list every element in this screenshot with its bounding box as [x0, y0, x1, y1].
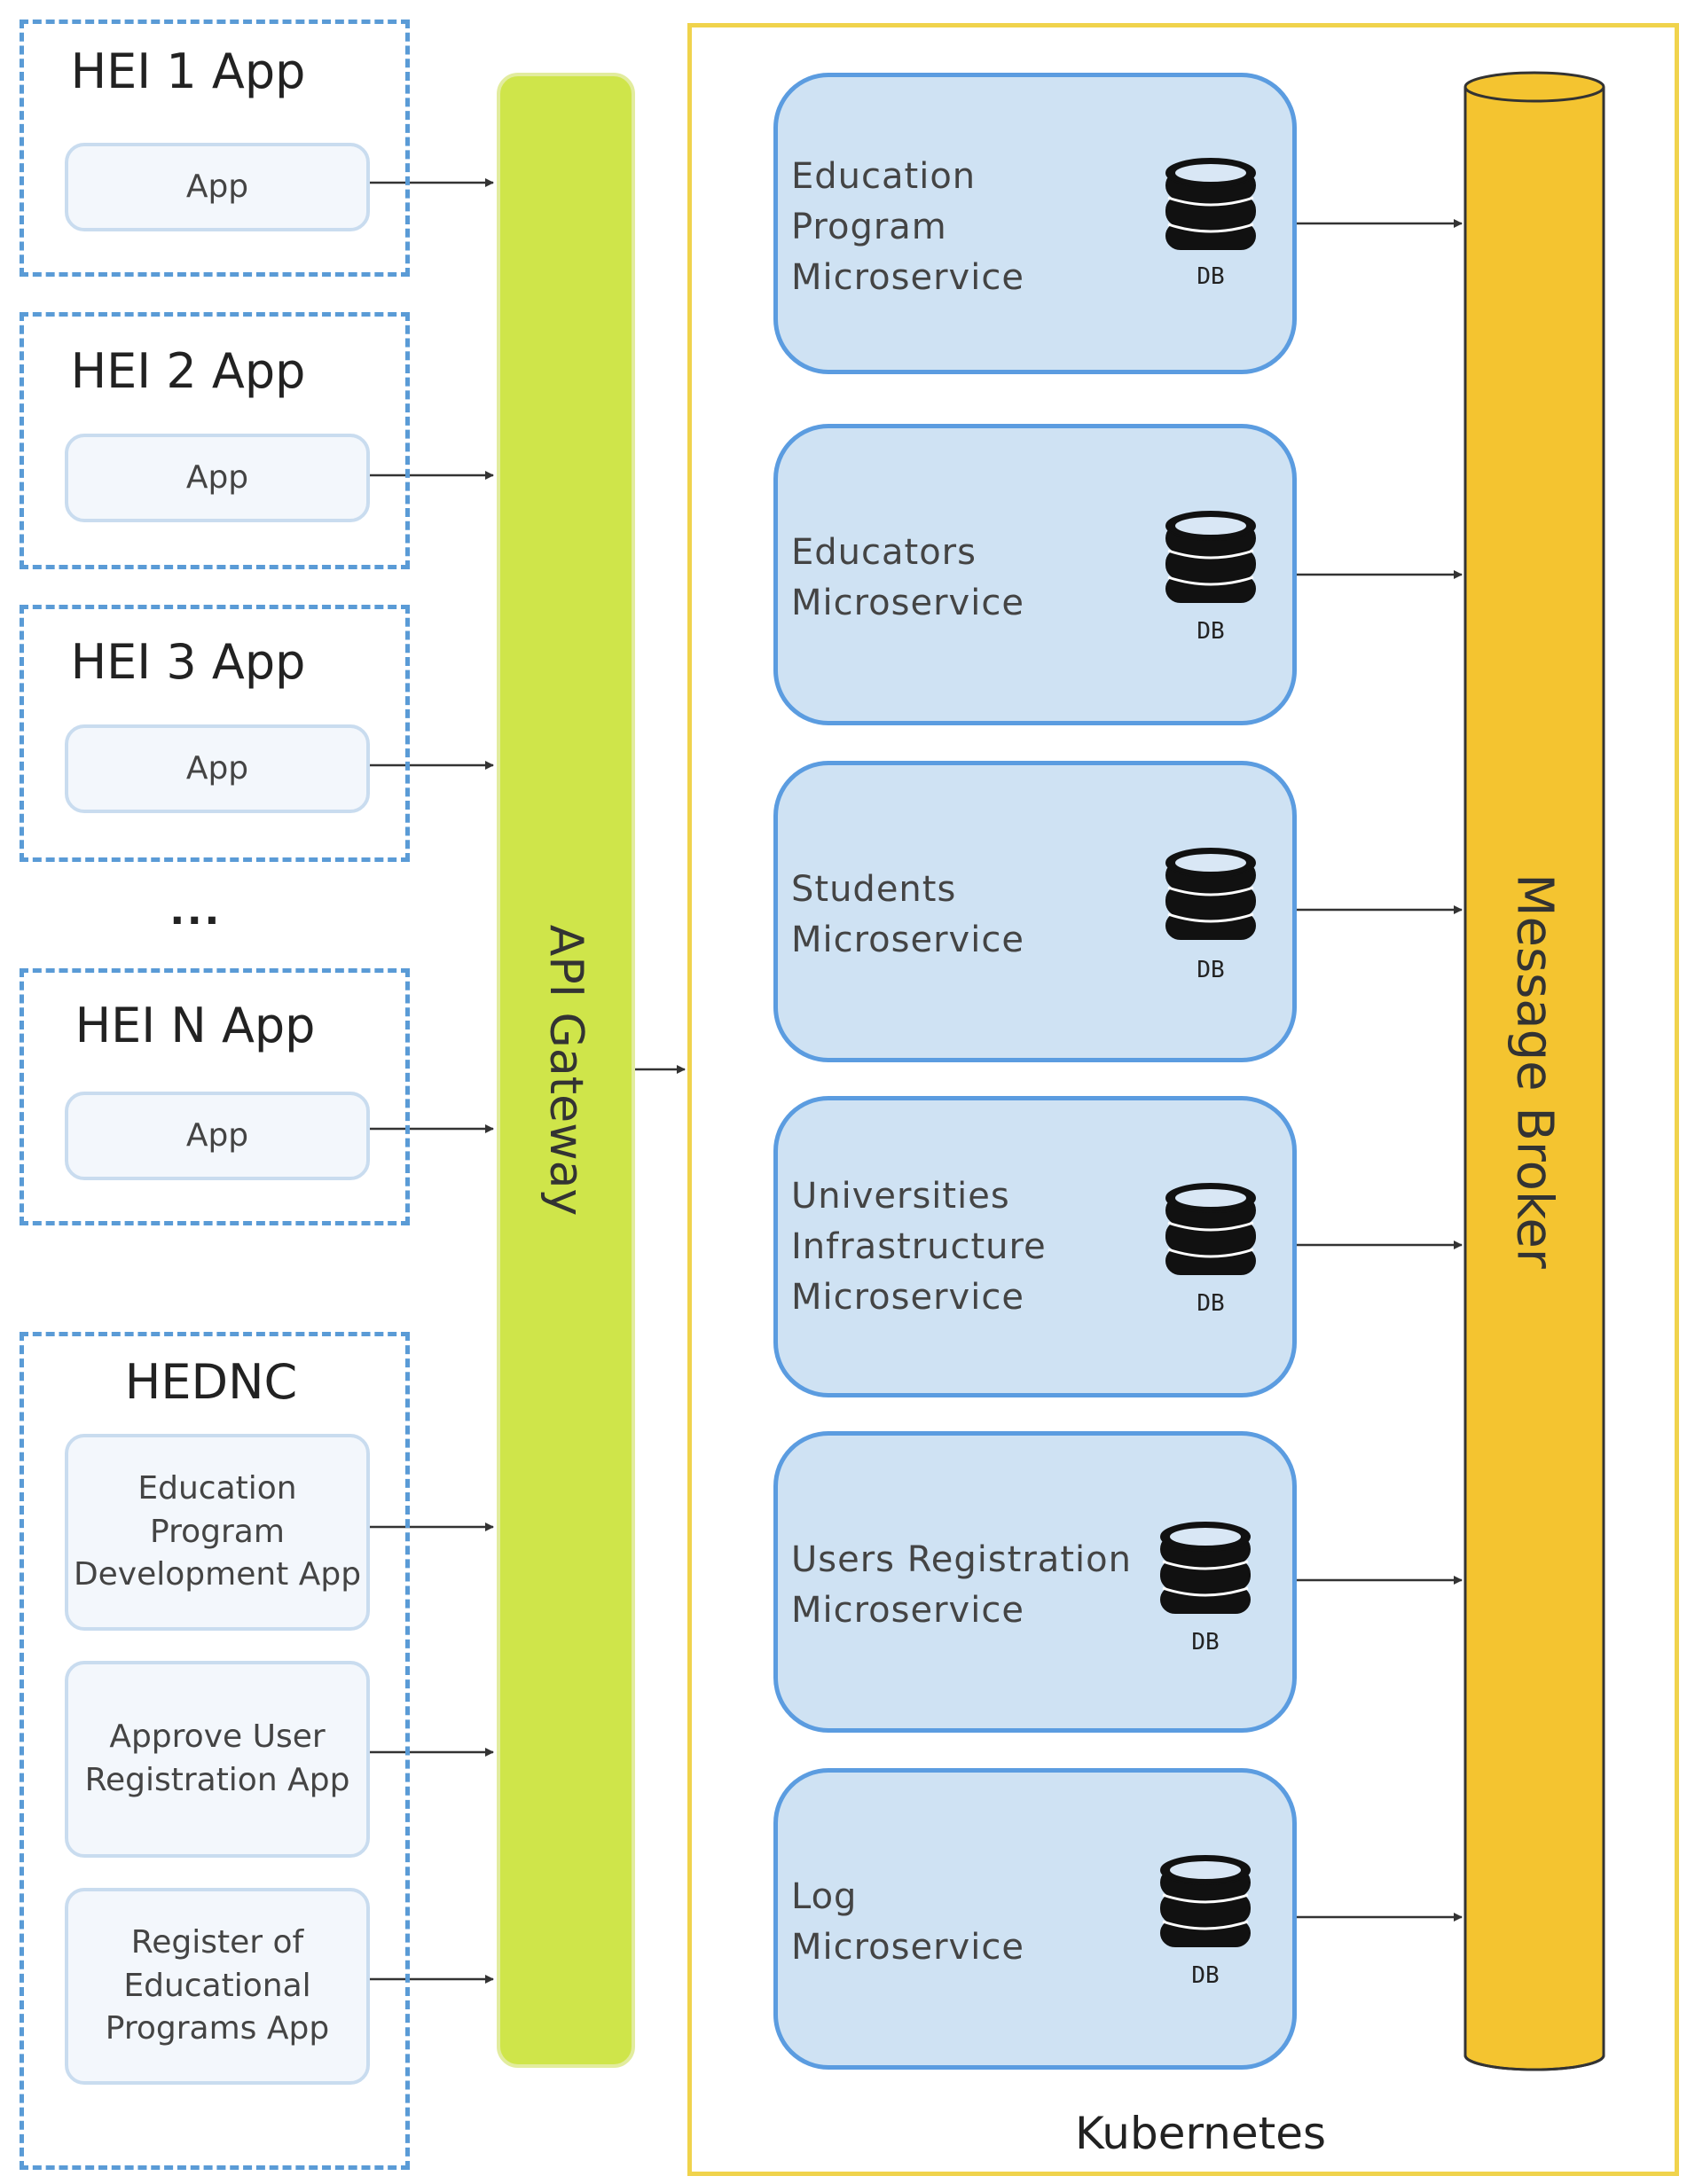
educators-microservice[interactable]: Educators Microservice DB	[773, 424, 1297, 725]
db-label: DB	[1191, 1629, 1220, 1656]
hei-1-app[interactable]: App	[65, 143, 370, 231]
database-icon	[1165, 848, 1256, 940]
message-broker-cylinder	[1463, 71, 1605, 2071]
microservice-label: Education Program Microservice	[791, 156, 1024, 298]
hei-2-title: HEI 2 App	[70, 343, 306, 399]
hei-n-app[interactable]: App	[65, 1092, 370, 1180]
microservice-label: Students Microservice	[791, 869, 1024, 960]
kubernetes-cluster: Kubernetes	[687, 23, 1679, 2176]
more-groups-ellipsis: ...	[170, 879, 223, 935]
education-program-development-app[interactable]: Education Program Development App	[65, 1434, 370, 1631]
api-gateway[interactable]: API Gateway	[497, 73, 635, 2068]
hednc-group: HEDNC Education Program Development App …	[20, 1332, 410, 2170]
message-broker-label: Message Broker	[1505, 873, 1564, 1269]
hei-3-group: HEI 3 App App	[20, 605, 410, 862]
hei-1-group: HEI 1 App App	[20, 20, 410, 277]
log-microservice[interactable]: Log Microservice DB	[773, 1768, 1297, 2070]
hei-2-app[interactable]: App	[65, 434, 370, 522]
users-registration-microservice[interactable]: Users Registration Microservice DB	[773, 1431, 1297, 1733]
database-icon	[1160, 1855, 1251, 1947]
hei-n-title: HEI N App	[75, 998, 316, 1053]
db-label: DB	[1191, 1962, 1220, 1989]
database-icon	[1165, 158, 1256, 250]
hei-n-group: HEI N App App	[20, 968, 410, 1225]
message-broker[interactable]: Message Broker	[1462, 69, 1607, 2073]
register-of-educational-programs-app[interactable]: Register of Educational Programs App	[65, 1888, 370, 2085]
universities-infrastructure-microservice[interactable]: Universities Infrastructure Microservice…	[773, 1096, 1297, 1397]
db-label: DB	[1197, 263, 1225, 290]
db-label: DB	[1197, 618, 1225, 645]
hei-1-title: HEI 1 App	[70, 43, 306, 99]
hei-3-app[interactable]: App	[65, 724, 370, 813]
education-program-microservice[interactable]: Education Program Microservice DB	[773, 73, 1297, 374]
api-gateway-label: API Gateway	[539, 924, 592, 1217]
database-icon	[1160, 1522, 1251, 1614]
database-icon	[1165, 1183, 1256, 1275]
microservice-label: Users Registration Microservice	[791, 1539, 1132, 1631]
microservice-label: Log Microservice	[791, 1876, 1024, 1968]
db-label: DB	[1197, 957, 1225, 983]
kubernetes-label: Kubernetes	[1075, 2108, 1327, 2159]
db-label: DB	[1197, 1290, 1225, 1317]
students-microservice[interactable]: Students Microservice DB	[773, 761, 1297, 1062]
hei-3-title: HEI 3 App	[70, 634, 306, 690]
approve-user-registration-app[interactable]: Approve User Registration App	[65, 1661, 370, 1858]
microservice-label: Educators Microservice	[791, 532, 1024, 623]
hei-2-group: HEI 2 App App	[20, 312, 410, 569]
microservice-label: Universities Infrastructure Microservice	[791, 1176, 1047, 1318]
database-icon	[1165, 511, 1256, 603]
hednc-title: HEDNC	[124, 1354, 298, 1410]
